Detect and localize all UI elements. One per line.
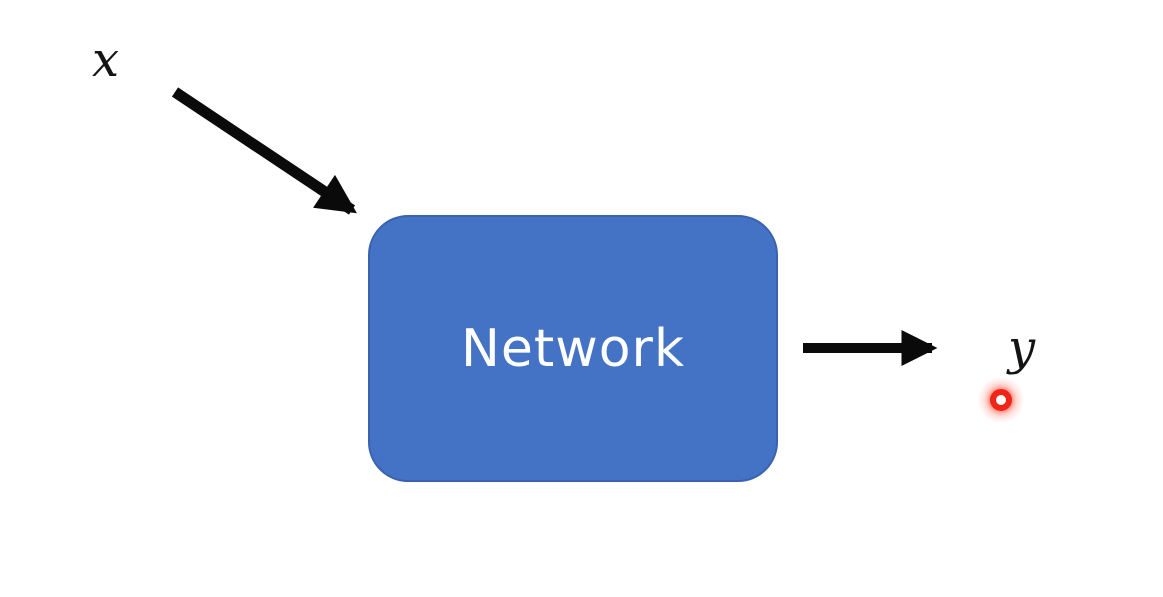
- input-label-x: x: [92, 32, 120, 88]
- cursor-highlight-ring: [990, 389, 1012, 411]
- network-node-label: Network: [460, 318, 686, 379]
- network-node: Network: [368, 215, 778, 482]
- cursor-highlight-icon: [978, 377, 1024, 423]
- arrow-x-to-network: [171, 87, 357, 215]
- output-label-y: y: [1008, 320, 1036, 376]
